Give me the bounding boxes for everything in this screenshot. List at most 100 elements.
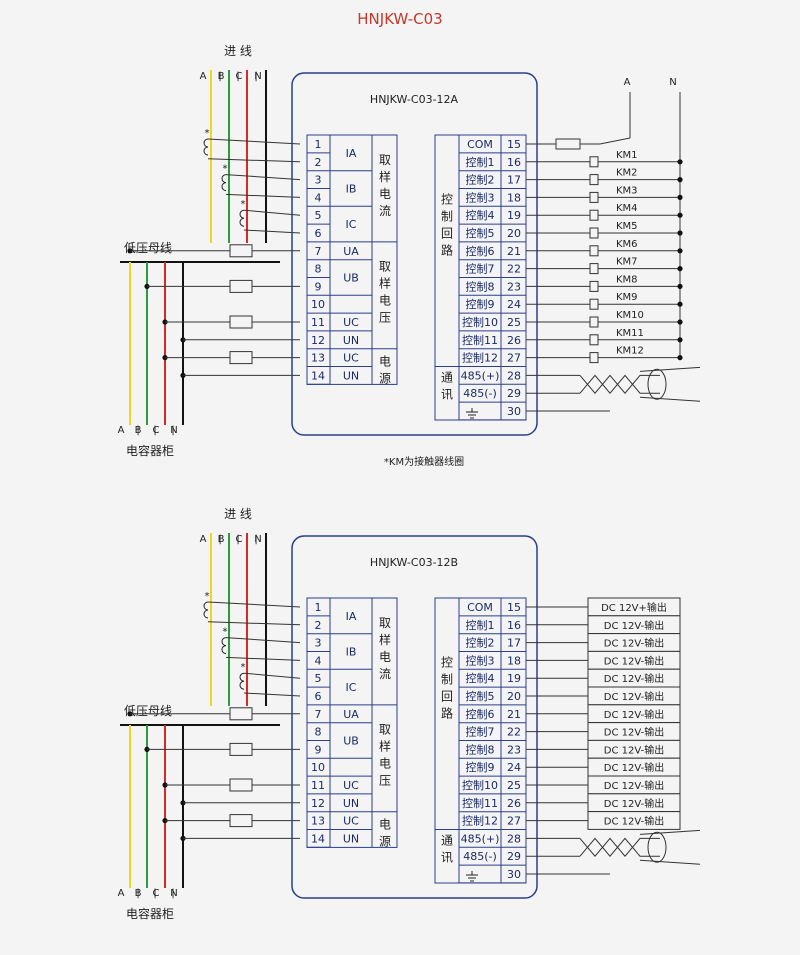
junction-dot — [677, 230, 683, 236]
contactor-label: KM8 — [616, 274, 638, 285]
terminal-number-right: 27 — [507, 352, 521, 365]
phase-label-top: N — [254, 71, 261, 82]
controller-box — [291, 535, 538, 899]
contactor-label: KM6 — [616, 239, 638, 250]
terminal-signal-un2: UN — [343, 369, 359, 382]
terminal-number-left: 11 — [311, 316, 325, 329]
terminal-number-right: 22 — [507, 726, 521, 739]
phase-label-top: C — [236, 534, 243, 545]
phase-label-top: A — [200, 71, 207, 82]
contactor-coil — [589, 191, 599, 203]
rs485-wire-out — [639, 396, 701, 402]
current-transformer-coil — [203, 138, 209, 156]
terminal-number-left: 13 — [311, 352, 325, 365]
contactor-coil — [589, 209, 599, 221]
rs485-wire-out — [639, 859, 701, 865]
ct-polarity-mark: * — [241, 662, 246, 673]
cable-shield-ellipse — [647, 368, 667, 400]
phase-label-bottom: B — [135, 888, 142, 899]
ct-secondary-wire — [207, 621, 301, 626]
contactor-label: KM5 — [616, 221, 638, 232]
ground-symbol — [466, 871, 478, 882]
phase-label-bottom: A — [118, 888, 125, 899]
terminal-number-left: 3 — [315, 637, 322, 650]
dc-output-label: DC 12V-输出 — [604, 761, 664, 774]
ct-secondary-wire — [225, 656, 301, 661]
phase-separator: | — [153, 888, 156, 899]
capacitor-cabinet-label: 电容器柜 — [126, 443, 174, 458]
group-label-power: 源 — [379, 372, 391, 386]
fuse-symbol — [229, 351, 253, 365]
junction-dot — [677, 159, 683, 165]
terminal-function-label: 485(-) — [463, 850, 497, 863]
terminal-number-left: 14 — [311, 832, 325, 845]
group-label-control: 控 — [441, 192, 453, 206]
terminal-number-left: 9 — [315, 280, 322, 293]
phase-label-top: C — [236, 71, 243, 82]
terminal-function-label: 控制5 — [466, 689, 495, 703]
terminal-function-label: 485(+) — [461, 832, 500, 845]
terminal-number-right: 16 — [507, 619, 521, 632]
current-transformer-coil — [221, 174, 227, 192]
terminal-function-label: 控制2 — [466, 173, 495, 187]
terminal-number-right: 23 — [507, 743, 521, 756]
terminal-function-label: 控制4 — [466, 671, 495, 685]
group-label-voltage: 电 — [379, 294, 391, 308]
terminal-signal-un1: UN — [343, 797, 359, 810]
group-label-control: 制 — [441, 672, 453, 686]
dc-output-label: DC 12V-输出 — [604, 637, 664, 650]
group-label-comm: 讯 — [441, 387, 453, 401]
terminal-number-left: 7 — [315, 708, 322, 721]
supply-a-label: A — [624, 77, 631, 88]
fuse-symbol — [229, 707, 253, 721]
terminal-function-label: 控制8 — [466, 742, 495, 756]
terminal-number-right: 25 — [507, 316, 521, 329]
ct-polarity-mark: * — [223, 164, 228, 175]
terminal-number-right: 29 — [507, 850, 521, 863]
terminal-number-left: 1 — [315, 601, 322, 614]
terminal-function-label: 控制6 — [466, 244, 495, 258]
phase-separator: | — [171, 888, 174, 899]
contactor-coil — [589, 352, 599, 364]
terminal-number-right: 19 — [507, 672, 521, 685]
fuse-symbol — [229, 315, 253, 329]
phase-label-bottom: B — [135, 425, 142, 436]
ct-secondary-wire — [225, 174, 301, 181]
fuse-symbol — [229, 814, 253, 828]
terminal-number-left: 2 — [315, 619, 322, 632]
junction-dot — [677, 194, 683, 200]
junction-dot — [677, 248, 683, 254]
terminal-function-label: 控制10 — [462, 315, 498, 329]
contactor-label: KM4 — [616, 203, 638, 214]
group-label-control: 回 — [441, 226, 453, 240]
phase-label-top: B — [218, 71, 225, 82]
group-label-voltage: 样 — [379, 739, 391, 754]
current-transformer-coil — [239, 209, 245, 227]
terminal-signal-ib: IB — [346, 183, 357, 196]
terminal-function-label: 控制6 — [466, 707, 495, 721]
terminal-number-right: 23 — [507, 280, 521, 293]
junction-dot — [677, 355, 683, 361]
contactor-label: KM1 — [616, 150, 638, 161]
incoming-line-label: 进 线 — [224, 507, 252, 521]
phase-label-top: A — [200, 534, 207, 545]
terminal-number-right: 20 — [507, 690, 521, 703]
terminal-signal-ic: IC — [346, 681, 357, 694]
terminal-number-right: 21 — [507, 245, 521, 258]
group-label-control: 控 — [441, 655, 453, 669]
terminal-number-right: 29 — [507, 387, 521, 400]
phase-separator: | — [218, 534, 221, 545]
terminal-signal-ub: UB — [343, 735, 359, 748]
terminal-function-label: 控制7 — [466, 262, 495, 276]
ct-secondary-wire — [207, 158, 301, 163]
cable-shield-ellipse — [647, 831, 667, 863]
page-title: HNJKW-C03 — [357, 10, 442, 28]
contactor-label: KM12 — [616, 346, 644, 357]
contactor-coil — [589, 316, 599, 328]
terminal-number-right: 25 — [507, 779, 521, 792]
terminal-number-left: 3 — [315, 174, 322, 187]
dc-output-label: DC 12V-输出 — [604, 797, 664, 810]
terminal-function-label: 控制1 — [466, 155, 495, 169]
contactor-label: KM11 — [616, 328, 644, 339]
